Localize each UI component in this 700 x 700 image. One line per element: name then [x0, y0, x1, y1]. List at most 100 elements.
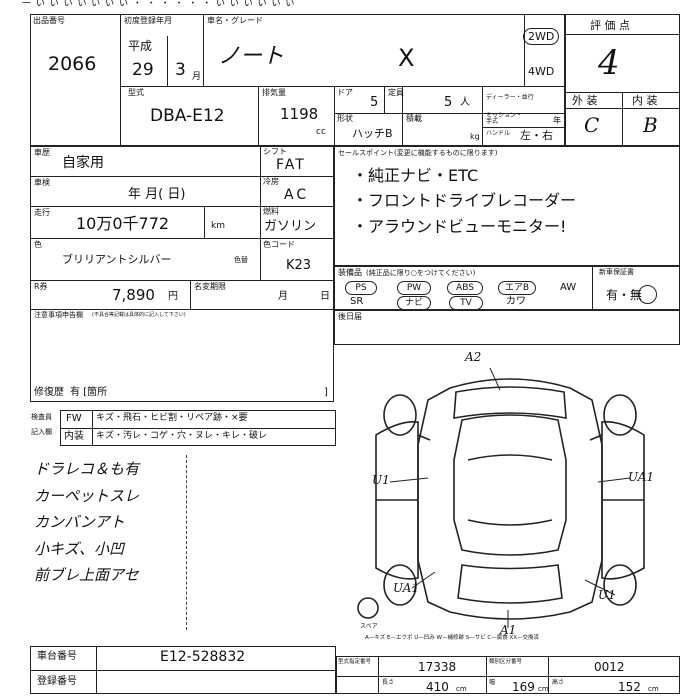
- model-cert-label: 型式指定番号: [338, 659, 372, 665]
- lot-number: 2066: [48, 53, 97, 75]
- warranty-label: 新車保証書: [599, 268, 634, 276]
- sales-points-label: セールスポイント(変更に機能するものに限ります): [338, 149, 498, 157]
- model-label: 型式: [128, 88, 144, 97]
- grade-title: 評 価 点: [590, 19, 630, 32]
- spare-label: スペア: [360, 623, 378, 630]
- equip-leather: カワ: [506, 296, 526, 307]
- note-2: カーペットスレ: [34, 487, 140, 505]
- mark-front-left: UA1: [393, 581, 420, 595]
- era: 平成: [128, 39, 153, 53]
- category-label: 車歴: [34, 148, 50, 157]
- equip-ps: PS: [345, 281, 377, 295]
- color-label: 色: [34, 240, 42, 249]
- interior-label: 内 装: [632, 94, 658, 107]
- fw-text: キズ・飛石・ヒビ割・リペア跡・×要: [96, 413, 248, 423]
- equip-pw: PW: [397, 281, 431, 295]
- header-box: [30, 14, 565, 146]
- mileage: 10万0千772: [76, 214, 170, 233]
- after-box: [334, 310, 680, 345]
- color: ブリリアントシルバー: [62, 253, 172, 266]
- details-box: [30, 146, 334, 402]
- height-label: 高さ: [552, 679, 565, 686]
- inspector-label-2: 記入欄: [31, 428, 52, 436]
- equipment-label: 装備品: [338, 268, 362, 277]
- person-suffix: 人: [460, 97, 470, 108]
- top-strip: 一 い い い い い い い ・ ・ ・ ・ ・ ・ い い い い い い: [22, 0, 296, 9]
- reg-year: 29: [132, 60, 154, 80]
- equip-airbag: エアB: [498, 281, 536, 295]
- reg-month: 3: [175, 60, 186, 80]
- damage-legend: A—キズ E—エクボ U—凹み W—補修跡 S—サビ C—腐食 XX—交換済: [365, 635, 540, 641]
- warranty-circle: [638, 285, 657, 304]
- doors: 5: [370, 95, 379, 110]
- cc-unit: cc: [316, 127, 326, 137]
- model-cert: 17338: [418, 660, 457, 674]
- shift: FAT: [276, 157, 306, 173]
- length: 410: [426, 680, 449, 694]
- color-code-label: 色コード: [263, 240, 295, 249]
- mileage-label: 走行: [34, 208, 50, 217]
- length-label: 長さ: [382, 679, 395, 686]
- equip-abs: ABS: [447, 281, 483, 295]
- mark-left: U1: [372, 473, 390, 487]
- height-unit: cm: [648, 685, 659, 693]
- doors-label: ドア: [337, 88, 353, 97]
- drive-4wd: 4WD: [528, 65, 555, 78]
- registration-label: 名変期限: [194, 282, 226, 291]
- spec-box: [336, 656, 680, 694]
- equipment-box: [334, 266, 680, 310]
- mark-top: A2: [465, 350, 482, 364]
- displacement: 1198: [280, 105, 319, 123]
- displacement-label: 排気量: [262, 88, 286, 97]
- note-3: カンバンアト: [34, 513, 125, 531]
- car-diagram: [357, 367, 645, 628]
- notes-note: (不具合等記載は具体的に記入して下さい): [92, 312, 186, 318]
- repair-close: ]: [324, 387, 328, 398]
- mark-front-right: U1: [598, 588, 616, 602]
- equipment-note: (純正品に限り○をつけてください): [366, 269, 476, 277]
- sales-point-1: ・純正ナビ・ETC: [352, 166, 479, 185]
- sales-point-2: ・フロントドライブレコーダー: [352, 191, 577, 210]
- color-change-label: 色替: [234, 256, 248, 264]
- fuel-label: 燃料: [263, 207, 279, 216]
- notes-label: 注意事項申告欄: [34, 311, 83, 319]
- equip-aw: AW: [560, 282, 577, 293]
- repair-value: 有 [箇所: [70, 387, 108, 398]
- equip-navi: ナビ: [397, 296, 431, 310]
- overall-score: 4: [598, 43, 620, 83]
- mark-bottom: A1: [500, 623, 517, 637]
- car-name: ノート: [218, 44, 285, 69]
- handle: 左・右: [520, 129, 553, 142]
- inspection: 年 月( 日): [128, 187, 186, 202]
- equip-sr: SR: [350, 296, 364, 307]
- fuel: ガソリン: [264, 219, 317, 234]
- loading-label: 積載: [406, 114, 422, 123]
- mission-label: ミッション・手式: [486, 112, 523, 125]
- note-4: 小キズ、小凹: [34, 540, 125, 558]
- year-suffix: 年: [553, 116, 561, 125]
- first-reg-label: 初度登録年月: [124, 16, 172, 25]
- recycle: 7,890: [112, 286, 155, 304]
- color-code: K23: [286, 258, 312, 273]
- chassis-number: E12-528832: [160, 649, 246, 665]
- model: DBA-E12: [150, 106, 225, 126]
- sales-points-box: [334, 146, 680, 266]
- lot-label: 出品番号: [33, 16, 65, 25]
- warranty: 有・無: [606, 288, 643, 302]
- interior-grade: B: [643, 113, 658, 137]
- reg-month-unit: 月: [278, 291, 288, 302]
- category: 自家用: [62, 155, 104, 171]
- exterior-label: 外 装: [572, 94, 598, 107]
- width-label: 幅: [489, 679, 496, 686]
- yen-unit: 円: [168, 291, 178, 302]
- mark-right: UA1: [628, 470, 655, 484]
- interior-insp-text: キズ・汚レ・コゲ・穴・ヌレ・キレ・破レ: [96, 431, 268, 441]
- shift-label: シフト: [263, 147, 287, 156]
- capacity-label: 定員: [388, 88, 404, 97]
- grade: X: [398, 44, 415, 72]
- capacity: 5: [444, 95, 453, 110]
- length-unit: cm: [456, 685, 467, 693]
- km-unit: km: [211, 221, 225, 231]
- reg-day-unit: 日: [320, 291, 330, 302]
- exterior-grade: C: [584, 113, 600, 137]
